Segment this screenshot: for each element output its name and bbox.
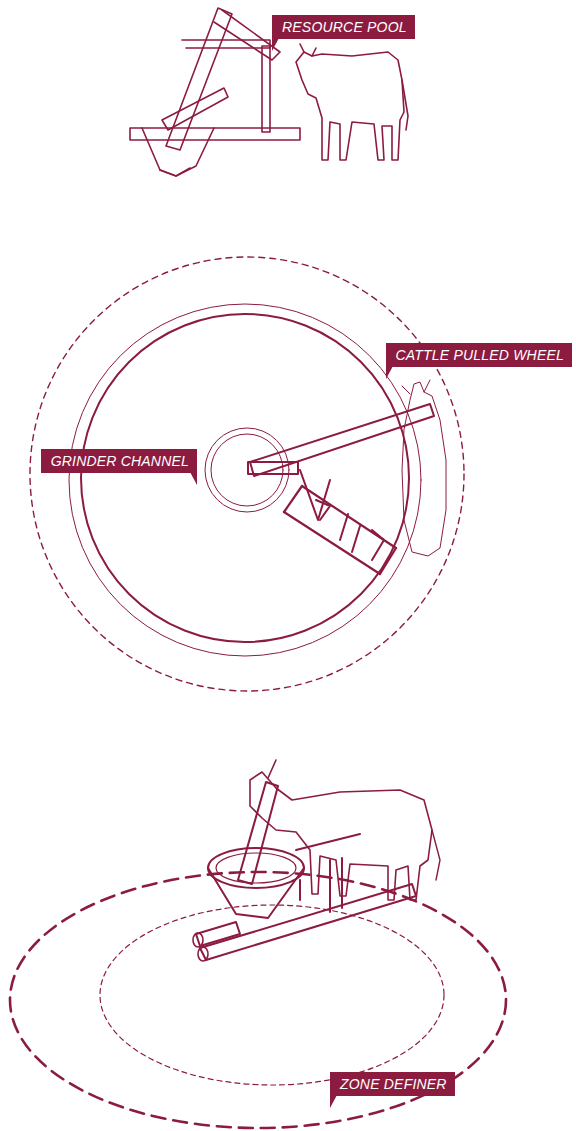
tag-pointer	[386, 366, 394, 380]
callout-tag: GRINDER CHANNEL	[41, 449, 197, 473]
tag-pointer-shape	[272, 38, 279, 51]
wheel-plan-view	[30, 257, 464, 691]
callout-tag: RESOURCE POOL	[272, 15, 415, 39]
mill-zone-view	[10, 760, 506, 1128]
tag-pointer-shape	[386, 366, 393, 379]
tag-pointer	[272, 38, 280, 52]
tag-pointer	[330, 1095, 338, 1109]
tag-pointer-shape	[330, 1095, 337, 1108]
tag-pointer-shape	[190, 472, 197, 485]
callout-tag: CATTLE PULLED WHEEL	[386, 343, 572, 367]
callout-tag: ZONE DEFINER	[330, 1072, 455, 1096]
tag-pointer	[190, 472, 198, 486]
